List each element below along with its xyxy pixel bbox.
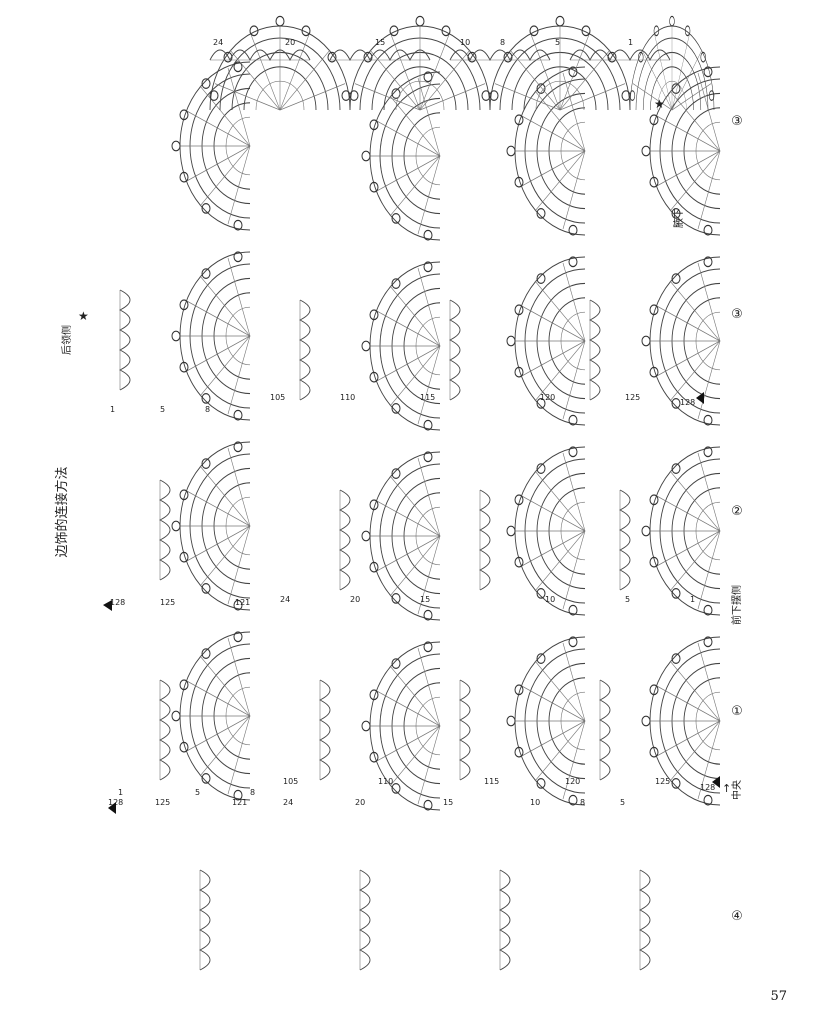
band-2 xyxy=(299,71,441,971)
svg-text:120: 120 xyxy=(565,777,580,786)
svg-text:5: 5 xyxy=(625,595,630,604)
svg-text:110: 110 xyxy=(340,393,355,402)
row-labels-band-1: 1 5 8 128 125 121 xyxy=(110,405,250,607)
row-labels-band-top3: 105 110 115 120 125 128 xyxy=(270,393,695,407)
svg-text:10: 10 xyxy=(530,798,540,807)
svg-text:115: 115 xyxy=(484,777,499,786)
row-labels-lower-band-1: 105 110 115 120 125 128 xyxy=(283,777,715,792)
row-labels-mid-band: 24 20 15 10 5 1 xyxy=(280,595,695,604)
row-labels-band-left-lower: 1 5 8 128 125 121 xyxy=(108,788,255,807)
svg-text:105: 105 xyxy=(270,393,285,402)
svg-text:128: 128 xyxy=(680,398,695,407)
svg-text:8: 8 xyxy=(205,405,210,414)
label-back-neck: 后领侧 xyxy=(60,325,73,355)
svg-text:8: 8 xyxy=(500,38,505,47)
motif-number-2: ② xyxy=(731,504,743,519)
svg-text:24: 24 xyxy=(283,798,293,807)
star-marker-2: ★ xyxy=(654,97,665,111)
svg-text:5: 5 xyxy=(555,38,560,47)
svg-text:128: 128 xyxy=(110,598,125,607)
svg-text:125: 125 xyxy=(655,777,670,786)
diagram-title: 边饰的连接方法 xyxy=(54,466,70,557)
svg-text:15: 15 xyxy=(375,38,385,47)
row-labels-right-band: 24 20 15 10 8 5 1 xyxy=(213,38,633,47)
motif-number-3b: ③ xyxy=(731,114,743,129)
arrow-center: ↑ xyxy=(722,782,731,795)
band-4 xyxy=(589,66,721,971)
svg-text:10: 10 xyxy=(545,595,555,604)
svg-text:1: 1 xyxy=(110,405,115,414)
svg-text:20: 20 xyxy=(285,38,295,47)
svg-text:8: 8 xyxy=(580,798,585,807)
label-center: 中央 xyxy=(730,780,743,800)
svg-text:24: 24 xyxy=(280,595,290,604)
join-markers xyxy=(103,392,720,814)
svg-text:20: 20 xyxy=(350,595,360,604)
svg-text:121: 121 xyxy=(235,598,250,607)
motif-number-1: ① xyxy=(731,704,743,719)
svg-text:5: 5 xyxy=(620,798,625,807)
svg-text:1: 1 xyxy=(118,788,123,797)
label-front-hem: 前下摆侧 xyxy=(730,585,743,625)
svg-text:24: 24 xyxy=(213,38,223,47)
svg-text:5: 5 xyxy=(160,405,165,414)
svg-text:10: 10 xyxy=(460,38,470,47)
svg-text:5: 5 xyxy=(195,788,200,797)
svg-text:1: 1 xyxy=(690,595,695,604)
svg-text:120: 120 xyxy=(540,393,555,402)
label-underarm: 腋下 xyxy=(672,208,685,228)
motif-number-4: ④ xyxy=(731,909,743,924)
svg-text:15: 15 xyxy=(443,798,453,807)
motif-number-3a: ③ xyxy=(731,307,743,322)
svg-text:115: 115 xyxy=(420,393,435,402)
band-1 xyxy=(119,61,251,971)
row-labels-lower-band-2: 24 20 15 10 8 5 xyxy=(283,798,625,807)
svg-text:125: 125 xyxy=(160,598,175,607)
svg-text:105: 105 xyxy=(283,777,298,786)
star-marker-1: ★ xyxy=(78,309,89,323)
svg-text:125: 125 xyxy=(625,393,640,402)
band-top-right xyxy=(209,15,715,111)
page-number: 57 xyxy=(770,989,787,1004)
svg-text:8: 8 xyxy=(250,788,255,797)
svg-text:121: 121 xyxy=(232,798,247,807)
svg-text:125: 125 xyxy=(155,798,170,807)
svg-text:15: 15 xyxy=(420,595,430,604)
svg-text:1: 1 xyxy=(628,38,633,47)
svg-text:110: 110 xyxy=(378,777,393,786)
band-3 xyxy=(449,66,586,971)
svg-text:128: 128 xyxy=(700,783,715,792)
svg-text:20: 20 xyxy=(355,798,365,807)
